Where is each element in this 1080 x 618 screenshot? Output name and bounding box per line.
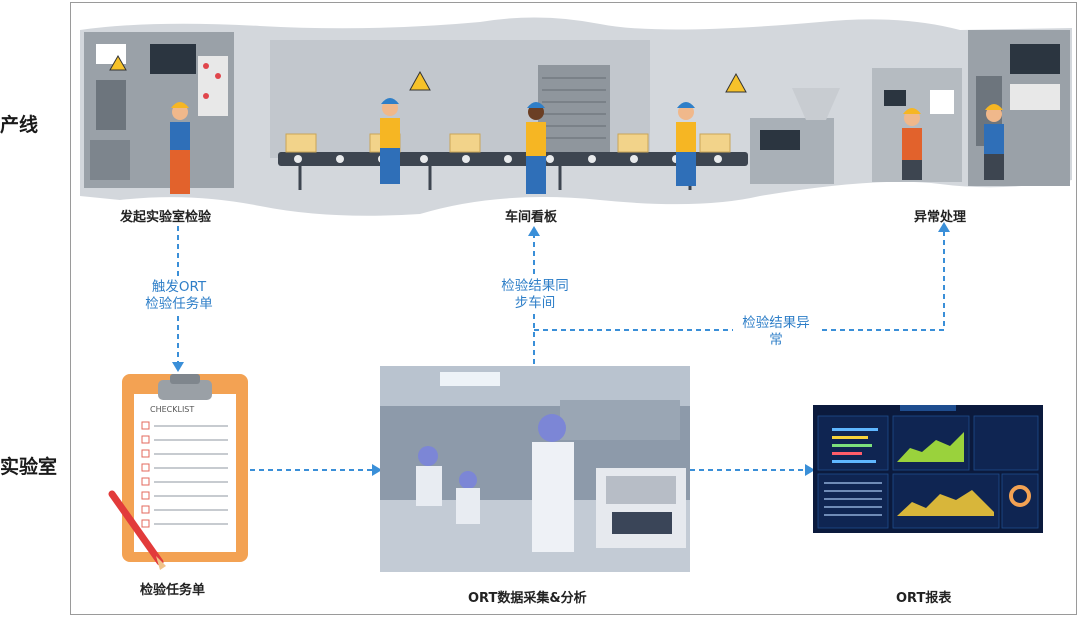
arrowhead-right-collect [372, 464, 382, 476]
row-label-lab: 实验室 [0, 456, 58, 478]
arrowhead-right-report [805, 464, 815, 476]
worker-3 [526, 102, 546, 194]
stage-label-board: 车间看板 [505, 210, 558, 225]
worker-5 [902, 108, 922, 180]
machine-center-right [750, 118, 834, 184]
warning-sign-2 [409, 70, 431, 91]
stage-label-initiate: 发起实验室检验 [120, 210, 212, 225]
product-boxes [285, 133, 731, 153]
wall-door [538, 65, 610, 155]
flow-label-abnormal: 检验结果异 常 [733, 315, 819, 349]
diagram-frame [70, 2, 1077, 615]
stage-label-task-sheet: 检验任务单 [140, 583, 206, 598]
flow-label-trigger: 触发ORT 检验任务单 [136, 279, 222, 313]
dashboard-bars [832, 428, 878, 463]
warning-sign-3 [725, 72, 747, 93]
lab-worker-1 [416, 446, 442, 506]
row-label-production: 产线 [0, 114, 39, 136]
arrowhead-down-task [172, 362, 184, 372]
warning-sign-1 [109, 54, 127, 71]
pencil-icon [108, 490, 166, 570]
worker-6 [984, 104, 1004, 180]
arrowhead-up-board [528, 226, 540, 236]
stage-label-collect: ORT数据采集&分析 [468, 591, 587, 606]
worker-2 [380, 98, 400, 184]
lab-worker-2 [456, 471, 480, 524]
checklist-title: CHECKLIST [150, 405, 195, 414]
dashboard-donut [1009, 485, 1031, 507]
worker-1 [170, 102, 190, 194]
worker-4 [676, 102, 696, 186]
lab-worker-3 [532, 414, 574, 552]
stage-label-exception: 异常处理 [914, 210, 967, 225]
arrow-lab-to-exception [534, 232, 945, 331]
checklist-lines [141, 421, 228, 528]
stage-label-report: ORT报表 [896, 591, 952, 606]
flow-label-sync: 检验结果同 步车间 [492, 278, 578, 312]
arrowhead-up-exception [938, 222, 950, 232]
